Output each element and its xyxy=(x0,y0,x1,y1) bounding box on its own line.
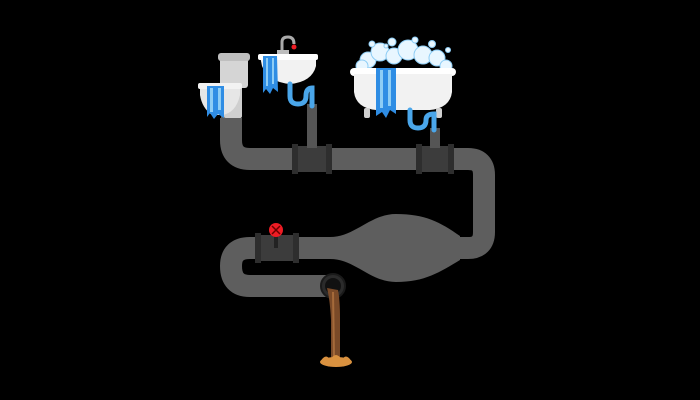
sink xyxy=(258,35,318,109)
tub-branch-pipe xyxy=(430,128,440,148)
pipe-joint-tub xyxy=(416,146,454,172)
toilet-tank xyxy=(220,58,248,88)
shutoff-valve xyxy=(269,223,283,248)
toilet xyxy=(198,53,250,119)
sink-branch-pipe xyxy=(307,104,317,148)
sink-overflow-water xyxy=(263,56,278,94)
pipe-joint-sink xyxy=(292,146,332,172)
main-drain-pipe xyxy=(220,118,495,297)
tub-overflow-water xyxy=(376,68,396,118)
clog-bulge xyxy=(330,214,460,282)
sewage-stream xyxy=(320,288,352,367)
faucet-icon xyxy=(280,35,296,52)
tub-hose xyxy=(407,107,437,133)
bathtub xyxy=(350,36,456,133)
sink-hose xyxy=(287,81,315,109)
tub-body xyxy=(354,74,452,110)
